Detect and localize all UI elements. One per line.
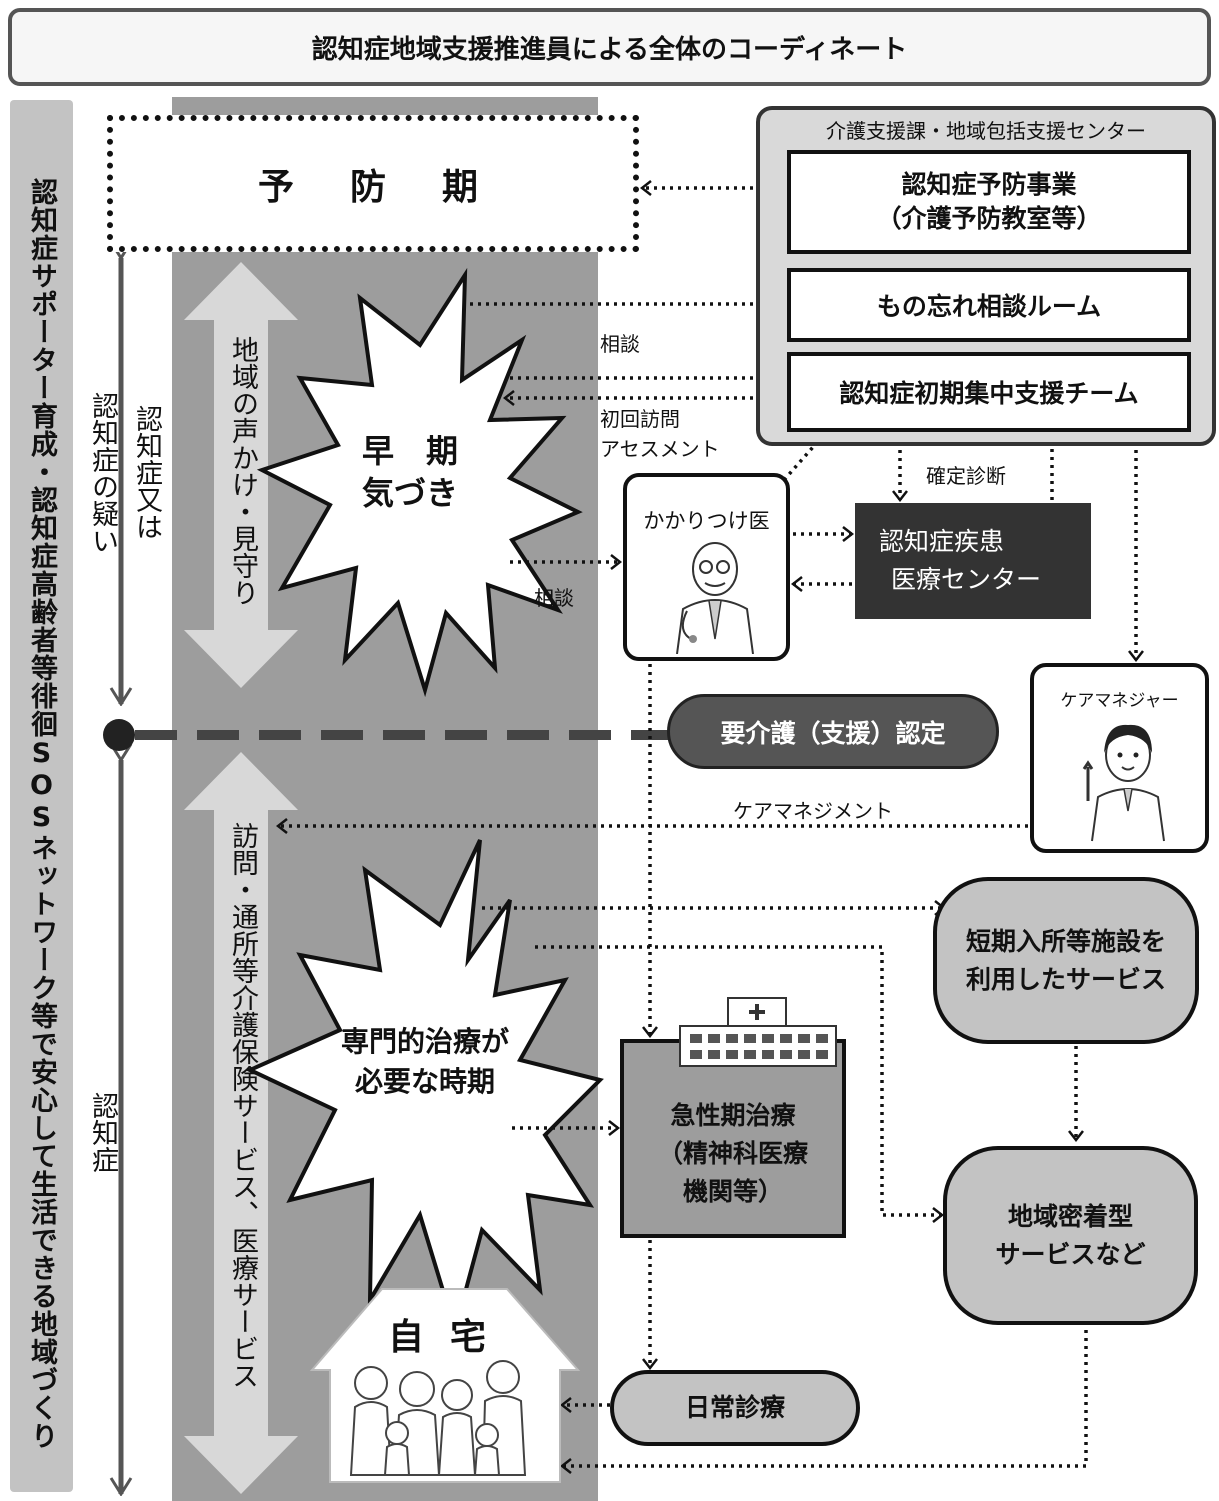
care-manager-box bbox=[1030, 663, 1209, 853]
specialist-line1: 専門的治療が bbox=[340, 1025, 509, 1058]
left-strip bbox=[10, 100, 73, 1492]
early-line1: 早 期 bbox=[361, 432, 458, 470]
page-title: 認知症地域支援推進員による全体のコーディネート bbox=[311, 34, 908, 65]
early-awareness-burst bbox=[256, 267, 583, 698]
short-stay-line1: 短期入所等施設を bbox=[965, 926, 1166, 956]
prevention-period-box: 予 防 期 bbox=[107, 115, 639, 252]
care-manager-label: ケアマネジャー bbox=[1060, 691, 1179, 711]
arrow-to-community bbox=[535, 945, 942, 1215]
acute-line1: 急性期治療 bbox=[670, 1100, 796, 1130]
care-manager-icon bbox=[1082, 724, 1165, 842]
service-double-arrow bbox=[184, 752, 298, 1494]
support-center-label: 介護支援課・地域包括支援センター bbox=[826, 119, 1146, 143]
care-certification-label: 要介護（支援）認定 bbox=[720, 718, 946, 748]
family-doctor-box bbox=[623, 473, 790, 661]
medical-center-line2: 医療センター bbox=[891, 565, 1042, 594]
stage-suspect-label: 認知症の疑い bbox=[87, 392, 118, 554]
care-certification-pill: 要介護（支援）認定 bbox=[667, 694, 999, 769]
daily-care-label: 日常診療 bbox=[684, 1393, 785, 1422]
band-lower-wrap: 訪問・通所等介護保険サービス、医療サービス bbox=[227, 822, 258, 1393]
hospital-icon bbox=[679, 997, 837, 1067]
left-strip-frame: 認知症サポーター育成・認知症高齢者等徘徊SOSネットワーク等で安心して生活できる… bbox=[10, 100, 73, 1492]
acute-treatment-box: 急性期治療 （精神科医療 機関等） bbox=[620, 1039, 846, 1238]
prevention-program-box: 認知症予防事業 （介護予防教室等） bbox=[787, 150, 1191, 254]
home-label: 自宅 bbox=[387, 1317, 512, 1358]
certification-dot bbox=[103, 719, 135, 751]
family-doctor-label: かかりつけ医 bbox=[643, 509, 770, 533]
diagnosis-label: 確定診断 bbox=[926, 464, 1006, 488]
community-service-line2: サービスなど bbox=[995, 1239, 1146, 1269]
prevention-period-label: 予 防 期 bbox=[257, 166, 488, 208]
band-lower-label: 訪問・通所等介護保険サービス、医療サービス bbox=[227, 822, 258, 1389]
acute-line3: 機関等） bbox=[682, 1176, 783, 1206]
specialist-line2: 必要な時期 bbox=[354, 1065, 495, 1098]
doctor-icon bbox=[676, 542, 754, 654]
band-upper-label: 地域の声かけ・見守り bbox=[227, 336, 258, 606]
acute-line2: （精神科医療 bbox=[657, 1138, 808, 1168]
stage-dementia-or-wrap: 認知症又は bbox=[131, 405, 162, 544]
left-strip-text: 認知症サポーター育成・認知症高齢者等徘徊SOSネットワーク等で安心して生活できる… bbox=[26, 178, 57, 1450]
initial-support-team-box: 認知症初期集中支援チーム bbox=[787, 352, 1191, 432]
watch-double-arrow bbox=[184, 262, 298, 688]
community-service: 地域密着型 サービスなど bbox=[943, 1146, 1198, 1325]
band-upper-wrap: 地域の声かけ・見守り bbox=[227, 336, 258, 610]
early-line2: 気づき bbox=[361, 474, 458, 512]
forgetful-room-label: もの忘れ相談ルーム bbox=[876, 292, 1102, 321]
care-management-label: ケアマネジメント bbox=[733, 799, 893, 823]
stage-suspect-wrap: 認知症の疑い bbox=[87, 392, 118, 558]
daily-care-pill: 日常診療 bbox=[610, 1370, 860, 1446]
prevention-program-line1: 認知症予防事業 bbox=[901, 170, 1077, 199]
initial-team-label: 認知症初期集中支援チーム bbox=[839, 379, 1139, 408]
early-awareness-label: 早 期 気づき bbox=[340, 430, 480, 514]
community-service-line1: 地域密着型 bbox=[1007, 1201, 1133, 1231]
short-stay-line2: 利用したサービス bbox=[965, 964, 1166, 994]
arrow-community-to-home bbox=[562, 1306, 1088, 1466]
medical-center-line1: 認知症疾患 bbox=[879, 527, 1005, 556]
prevention-program-line2: （介護予防教室等） bbox=[876, 204, 1102, 233]
first-visit-label: 初回訪問 アセスメント bbox=[600, 404, 720, 464]
forgetful-consult-room-box: もの忘れ相談ルーム bbox=[787, 268, 1191, 342]
medical-center-box: 認知症疾患 医療センター bbox=[855, 503, 1091, 619]
consult-label-2: 相談 bbox=[534, 586, 574, 610]
stage-dementia-wrap: 認知症 bbox=[87, 1092, 118, 1177]
consult-label-1: 相談 bbox=[600, 332, 640, 356]
arrow-doctor-to-team bbox=[782, 430, 828, 482]
stage-dementia-label: 認知症 bbox=[87, 1092, 118, 1173]
first-visit-line1: 初回訪問 bbox=[600, 407, 680, 431]
short-stay-service: 短期入所等施設を 利用したサービス bbox=[933, 877, 1199, 1044]
specialist-period-label: 専門的治療が 必要な時期 bbox=[305, 1022, 545, 1102]
stage-dementia-or-label: 認知症又は bbox=[131, 405, 162, 540]
title-bar: 認知症地域支援推進員による全体のコーディネート bbox=[8, 8, 1211, 86]
first-visit-line2: アセスメント bbox=[600, 437, 720, 461]
family-icon bbox=[349, 1360, 527, 1476]
